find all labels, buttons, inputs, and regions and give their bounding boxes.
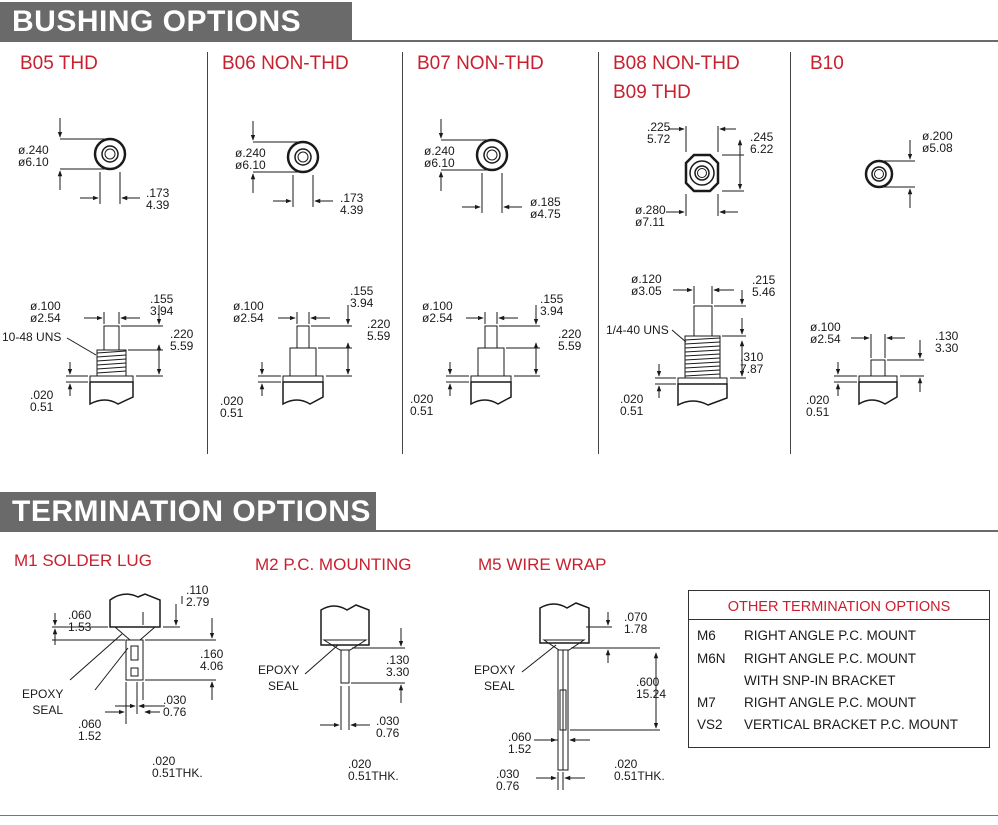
option-title-b06: B06 NON-THD	[222, 53, 349, 74]
column-divider	[598, 52, 599, 454]
b10-side-view	[834, 334, 924, 406]
option-title-m5: M5 WIRE WRAP	[478, 555, 607, 574]
m2-pc-mounting-drawing	[304, 604, 405, 730]
termination-options-header: TERMINATION OPTIONS	[0, 492, 376, 532]
b07-top-view	[438, 119, 522, 213]
option-title-b09: B09 THD	[613, 82, 691, 103]
option-title-b07: B07 NON-THD	[417, 53, 544, 74]
b06-side-view	[258, 305, 352, 406]
termination-header-rule	[0, 530, 998, 532]
b08-side-view	[655, 286, 746, 407]
m5-wire-wrap-drawing	[521, 602, 660, 790]
option-title-b08: B08 NON-THD	[613, 53, 740, 74]
option-title-m1: M1 SOLDER LUG	[14, 551, 152, 570]
m1-solder-lug-drawing	[52, 593, 216, 724]
b05-thread-label: 10-48 UNS	[2, 330, 62, 344]
column-divider	[790, 52, 791, 454]
b05-top-view	[57, 118, 140, 204]
bushing-header-rule	[0, 40, 998, 42]
bottom-rule	[0, 815, 998, 816]
table-rule	[689, 619, 989, 620]
table-row: WITH SNP-IN BRACKET	[744, 673, 896, 688]
b08-top-view	[666, 126, 744, 216]
other-termination-title: OTHER TERMINATION OPTIONS	[727, 599, 951, 615]
b10-top-view	[864, 140, 915, 208]
option-title-b10: B10	[810, 53, 844, 74]
b06-top-view	[250, 121, 333, 207]
bushing-options-header: BUSHING OPTIONS	[0, 2, 352, 42]
option-title-m2: M2 P.C. MOUNTING	[255, 555, 412, 574]
column-divider	[207, 52, 208, 454]
column-divider	[402, 52, 403, 454]
b08-thread-label: 1/4-40 UNS	[606, 323, 669, 337]
b07-side-view	[446, 305, 540, 406]
b05-side-view	[66, 305, 163, 406]
option-title-b05: B05 THD	[20, 53, 98, 74]
